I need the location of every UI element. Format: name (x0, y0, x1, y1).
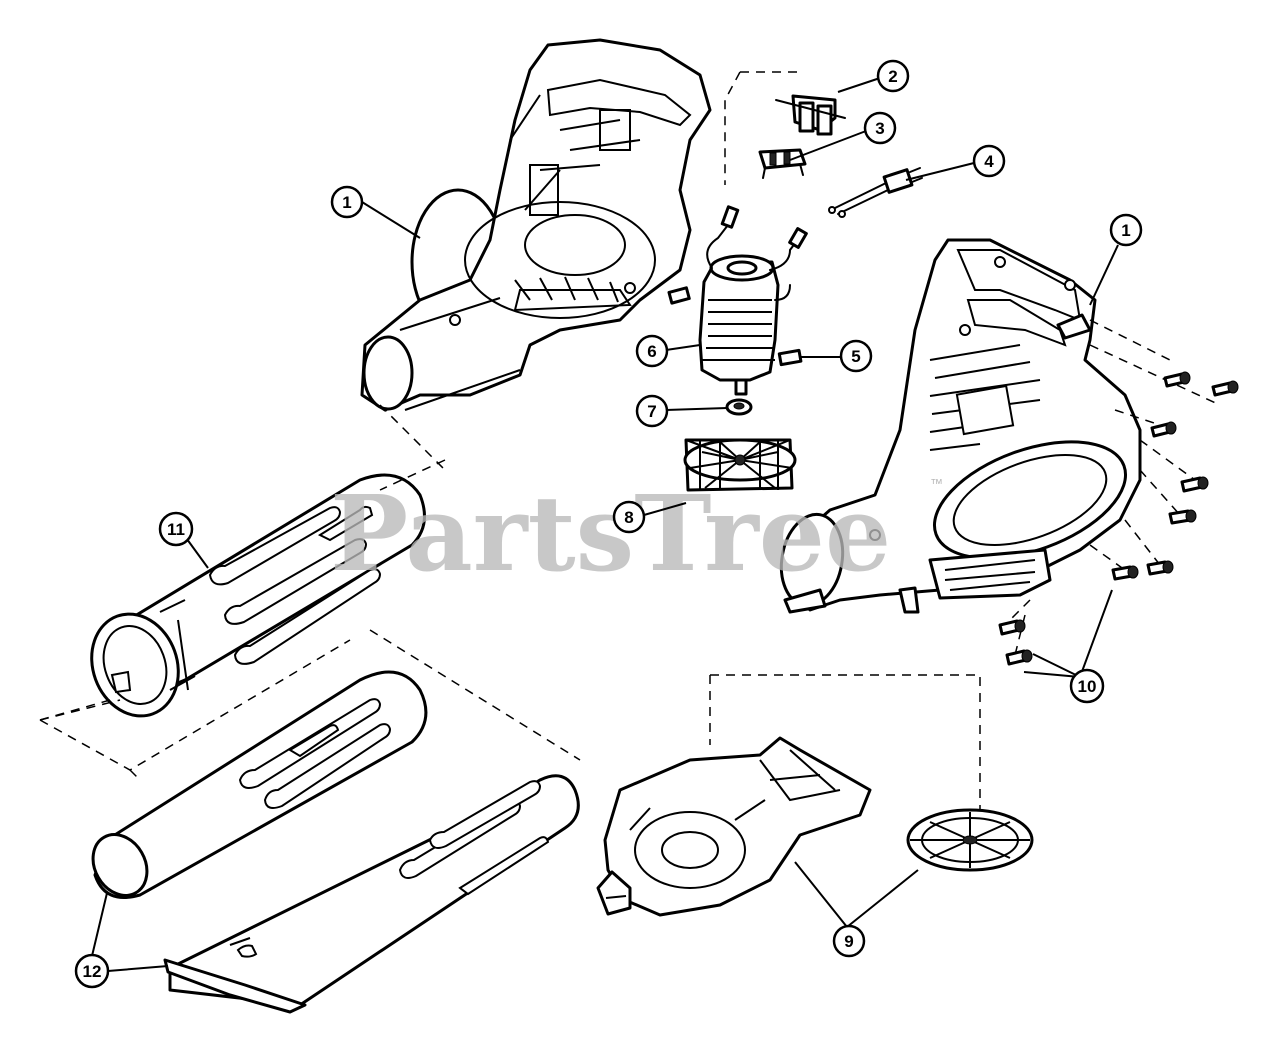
callout-10: 10 (1069, 668, 1105, 704)
screw (1211, 380, 1239, 397)
callout-1a: 1 (330, 185, 364, 219)
screw (1180, 476, 1209, 493)
screw (1163, 371, 1191, 388)
leader-lines (91, 77, 1119, 972)
screw (1005, 649, 1033, 666)
callout-label: 5 (851, 347, 860, 366)
callout-2: 2 (876, 59, 910, 93)
callout-label: 4 (984, 152, 994, 171)
screw (1111, 565, 1139, 581)
blower-tube (90, 473, 426, 718)
housing-left-half (360, 38, 712, 412)
screw (1146, 560, 1174, 576)
screw (998, 619, 1026, 636)
flat-nozzle (163, 774, 580, 1014)
screw (1168, 509, 1197, 525)
callout-label: 9 (844, 932, 853, 951)
screw (1150, 421, 1177, 438)
housing-right-half (779, 238, 1142, 614)
inlet-cover-grate (906, 808, 1034, 872)
callout-11: 11 (158, 511, 194, 547)
watermark-trademark: ™ (930, 476, 943, 491)
callout-12: 12 (74, 953, 110, 989)
callout-7: 7 (635, 394, 669, 428)
round-nozzle (91, 670, 428, 899)
switch (775, 94, 846, 136)
watermark: PartsTree ™ (330, 472, 943, 595)
fan-nut (725, 398, 753, 416)
callout-1b: 1 (1109, 213, 1143, 247)
callout-label: 1 (1121, 221, 1130, 240)
motor (698, 205, 808, 396)
callout-5: 5 (839, 339, 873, 373)
switch-bracket (758, 148, 807, 179)
callout-label: 3 (875, 119, 884, 138)
callout-label: 11 (167, 520, 185, 539)
motor-brushes (667, 286, 803, 367)
callout-6: 6 (635, 334, 669, 368)
watermark-text: PartsTree (330, 472, 891, 595)
callout-3: 3 (863, 111, 897, 145)
callout-label: 8 (624, 508, 633, 527)
callout-label: 12 (83, 962, 102, 981)
callout-label: 2 (888, 67, 897, 86)
callout-label: 1 (342, 193, 351, 212)
callout-label: 10 (1078, 677, 1097, 696)
callout-label: 6 (647, 342, 656, 361)
callout-4: 4 (972, 144, 1006, 178)
fan-impeller (683, 438, 797, 492)
callout-label: 7 (647, 402, 656, 421)
power-cord-plug (828, 167, 923, 218)
screws (998, 319, 1239, 666)
callout-8: 8 (612, 500, 646, 534)
callout-9: 9 (832, 924, 866, 958)
bottom-housing-vacuum-base (596, 736, 872, 917)
